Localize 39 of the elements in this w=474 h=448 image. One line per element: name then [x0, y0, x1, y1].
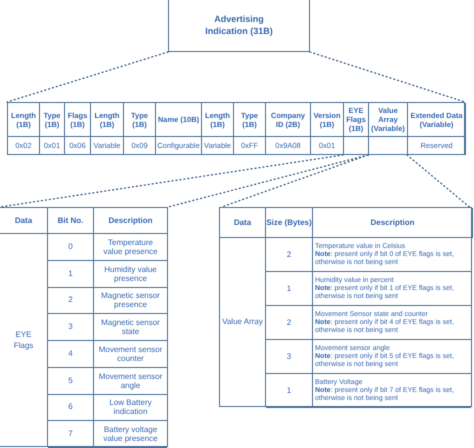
byte-size: 1 — [266, 374, 313, 408]
column-header: Description — [94, 208, 168, 234]
column-header: Data — [0, 208, 48, 234]
bit-number: 3 — [48, 314, 94, 341]
bit-description: Magnetic sensor presence — [94, 288, 167, 314]
bit-number: 7 — [48, 421, 94, 448]
bit-number: 5 — [48, 368, 94, 394]
flags-table — [0, 207, 168, 447]
bit-description: Magnetic sensor state — [94, 314, 167, 341]
column-header: Size (Bytes) — [266, 208, 313, 238]
bit-number: 4 — [48, 341, 94, 368]
byte-size: 2 — [266, 238, 313, 272]
bit-description: Humidity value presence — [94, 260, 167, 288]
bit-description: Temperature value presence — [94, 234, 167, 261]
column-header: Description — [313, 208, 473, 238]
dotted-line — [309, 51, 466, 103]
bit-description: Low Battery indication — [94, 394, 167, 422]
dotted-line — [0, 154, 344, 208]
bit-number: 1 — [48, 260, 94, 288]
table-cell: EYE Flags — [0, 234, 48, 446]
dotted-line — [220, 154, 369, 208]
values-table — [219, 207, 472, 407]
bit-description: Movement sensor angle — [94, 368, 167, 394]
bit-number: 2 — [48, 288, 94, 314]
packet-table — [7, 102, 465, 155]
table-cell: Value Array — [220, 238, 266, 406]
dotted-line — [6, 51, 169, 103]
header-box — [168, 0, 310, 52]
byte-size: 1 — [266, 272, 313, 306]
dotted-line — [406, 154, 470, 208]
bit-number: 6 — [48, 394, 94, 422]
column-header: Data — [220, 208, 266, 238]
bit-description: Movement sensor counter — [94, 341, 167, 368]
column-header: Bit No. — [48, 208, 94, 234]
byte-size: 2 — [266, 306, 313, 340]
box-title: Advertising Indication (31B) — [204, 13, 274, 37]
bit-description: Battery voltage value presence — [94, 421, 167, 448]
bit-number: 0 — [48, 234, 94, 261]
byte-size: 3 — [266, 340, 313, 374]
